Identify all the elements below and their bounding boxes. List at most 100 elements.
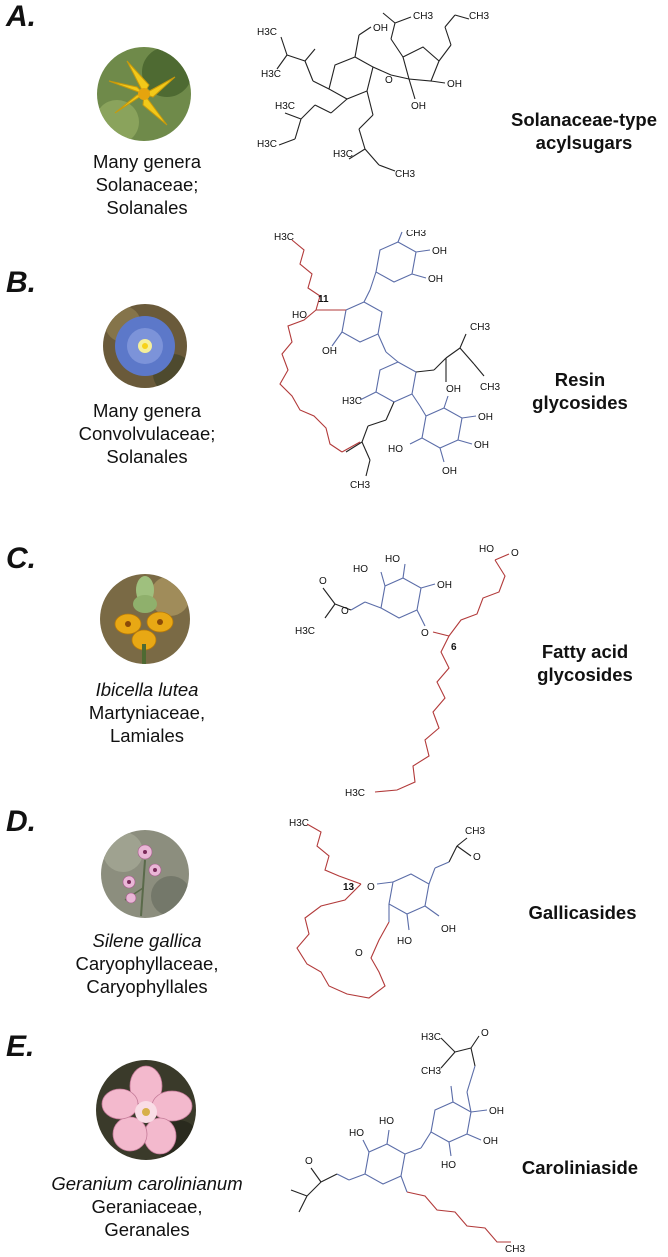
panel-letter: A. [6,0,36,33]
atom-label: O [511,548,519,559]
atom-label: H3C [257,139,277,150]
atom-label: OH [474,440,489,451]
atom-label: H3C [274,232,294,243]
compound-name: Solanaceae-type acylsugars [500,108,668,154]
compound-name-line: glycosides [532,392,628,413]
atom-label: H3C [257,27,277,38]
atom-label: CH3 [480,382,500,393]
atom-label: OH [446,384,461,395]
atom-label: OH [322,346,337,357]
structure-resin-glycoside: CH3 OH OH OH H3C OH OH OH HO OH [274,230,500,490]
panel-letter: B. [6,266,36,299]
flower-photo-morning-glory [103,304,187,388]
compound-name-line: glycosides [537,664,633,685]
atom-label: OH [428,274,443,285]
atom-label: H3C [261,69,281,80]
panel-a: A. Many genera Solanaceae; Solanales O [0,0,668,240]
atom-label: H3C [289,818,309,829]
atom-label: CH3 [505,1244,525,1254]
panel-c: C. Ibicella lutea Martyniaceae, Lamiales… [0,542,668,800]
atom-label: H3C [345,788,365,798]
taxon-line: Geranales [104,1219,190,1240]
structure-fatty-acid-glycoside: HO HO OH H3C O O O 6 HO O H3C [295,544,519,798]
atom-label: CH3 [350,480,370,490]
structure-acylsugar: O OH CH3 CH3 OH OH H3C H3C [257,11,489,180]
atom-label: OH [483,1136,498,1147]
atom-label: O [473,852,481,863]
atom-label: HO [379,1116,394,1127]
atom-label: H3C [333,149,353,160]
atom-label: OH [442,466,457,477]
atom-label: H3C [421,1032,441,1043]
atom-label: HO [353,564,368,575]
taxon-label: Ibicella lutea Martyniaceae, Lamiales [62,678,232,747]
atom-label: O [319,576,327,587]
panel-e: E. Geranium carolinianum Geraniaceae, Ge… [0,1028,668,1257]
atom-label: CH3 [421,1066,441,1077]
flower-photo-solanaceae [97,47,191,141]
atom-label: O [367,882,375,893]
flower-photo-ibicella [100,574,190,664]
compound-name-line: Resin [554,369,606,390]
taxon-line: Solanales [106,197,188,218]
atom-label: H3C [295,626,315,637]
taxon-label: Geranium carolinianum Geraniaceae, Geran… [40,1172,254,1241]
atom-label: O [355,948,363,959]
compound-name: Resin glycosides [515,368,645,414]
compound-name-line: Gallicasides [528,902,637,923]
position-number: 13 [343,882,355,893]
atom-label: HO [292,310,307,321]
structure-caroliniaside: H3C CH3 O OH OH HO HO HO O [290,1028,525,1254]
atom-label: OH [441,924,456,935]
taxon-line-species: Ibicella lutea [95,679,199,700]
atom-label: OH [437,580,452,591]
flower-photo-geranium [96,1060,196,1160]
atom-label: HO [385,554,400,565]
atom-label: O [341,606,349,617]
atom-label: CH3 [469,11,489,22]
atom-label: CH3 [470,322,490,333]
panel-letter: E. [6,1030,35,1063]
atom-label: O [385,75,393,86]
atom-label: O [421,628,429,639]
taxon-line: Many genera [93,151,201,172]
taxon-line: Solanaceae; [95,174,199,195]
atom-label: CH3 [465,826,485,837]
atom-label: CH3 [395,169,415,180]
position-number: 6 [451,642,457,653]
position-number: 11 [318,294,329,305]
compound-name: Caroliniaside [505,1156,655,1179]
taxon-label: Many genera Solanaceae; Solanales [62,150,232,219]
taxon-label: Many genera Convolvulaceae; Solanales [62,399,232,468]
atom-label: HO [388,444,403,455]
atom-label: H3C [342,396,362,407]
taxon-line: Caryophyllaceae, [75,953,219,974]
atom-label: HO [479,544,494,555]
taxon-line-species: Silene gallica [92,930,202,951]
atom-label: HO [349,1128,364,1139]
atom-label: OH [373,23,388,34]
atom-label: HO [441,1160,456,1171]
flower-photo-silene [101,830,189,918]
atom-label: O [305,1156,313,1167]
taxon-line-species: Geranium carolinianum [51,1173,243,1194]
compound-name-line: Caroliniaside [521,1157,639,1178]
taxon-line: Geraniaceae, [91,1196,203,1217]
atom-label: OH [432,246,447,257]
taxon-line: Lamiales [109,725,185,746]
atom-label: CH3 [406,230,426,239]
taxon-line: Many genera [93,400,201,421]
atom-label: OH [489,1106,504,1117]
taxon-line: Solanales [106,446,188,467]
panel-letter: D. [6,805,36,838]
atom-label: OH [411,101,426,112]
panel-b: B. Many genera Convolvulaceae; Solanales… [0,230,668,510]
atom-label: O [481,1028,489,1039]
taxon-line: Caryophyllales [86,976,208,997]
atom-label: HO [397,936,412,947]
structure-gallicaside: H3C CH3 O OH HO O 13 O [289,818,485,999]
atom-label: OH [478,412,493,423]
compound-name-line: Fatty acid [541,641,629,662]
atom-label: CH3 [413,11,433,22]
atom-label: OH [447,79,462,90]
